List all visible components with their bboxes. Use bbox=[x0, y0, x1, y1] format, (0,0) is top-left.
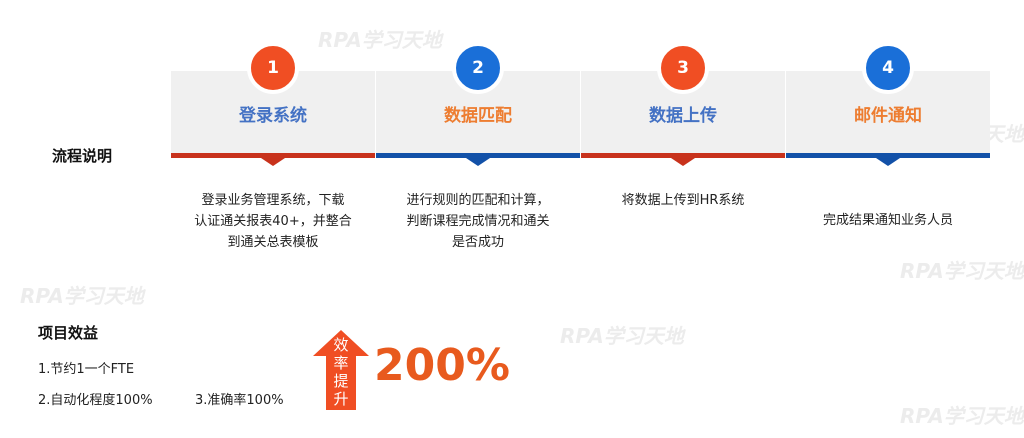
step-bar bbox=[376, 153, 580, 158]
step-number-badge: 2 bbox=[452, 42, 504, 94]
step-1: 1 登录系统 bbox=[171, 42, 375, 166]
description-line: 将数据上传到HR系统 bbox=[621, 193, 745, 208]
arrow-text-char: 率 bbox=[333, 354, 349, 372]
step-description: 将数据上传到HR系统 bbox=[581, 190, 785, 211]
pointer-icon bbox=[671, 158, 695, 166]
step-title: 数据上传 bbox=[649, 106, 717, 126]
step-description: 完成结果通知业务人员 bbox=[786, 210, 990, 231]
description-line: 到通关总表模板 bbox=[227, 235, 319, 250]
description-line: 登录业务管理系统，下载 bbox=[201, 193, 345, 208]
step-number-badge: 1 bbox=[247, 42, 299, 94]
step-bar bbox=[581, 153, 785, 158]
step-description: 进行规则的匹配和计算， 判断课程完成情况和通关是否成功 bbox=[376, 190, 580, 253]
step-3: 3 数据上传 bbox=[581, 42, 785, 166]
watermark: RPA学习天地 bbox=[318, 28, 442, 52]
description-line: 完成结果通知业务人员 bbox=[822, 213, 953, 228]
up-arrow-icon: 效率提升 bbox=[313, 330, 369, 410]
efficiency-value: 200% bbox=[374, 340, 510, 391]
step-2: 2 数据匹配 bbox=[376, 42, 580, 166]
step-title: 数据匹配 bbox=[444, 106, 512, 126]
watermark: RPA学习天地 bbox=[900, 259, 1024, 283]
arrow-text-char: 升 bbox=[333, 390, 349, 408]
step-bar bbox=[786, 153, 990, 158]
pointer-icon bbox=[466, 158, 490, 166]
pointer-icon bbox=[261, 158, 285, 166]
step-title: 邮件通知 bbox=[854, 106, 922, 126]
benefit-item: 1.节约1一个FTE bbox=[38, 362, 135, 377]
description-line: 判断课程完成情况和通关 bbox=[406, 214, 550, 229]
step-bar bbox=[171, 153, 375, 158]
step-description: 登录业务管理系统，下载认证通关报表40+，并整合到通关总表模板 bbox=[171, 190, 375, 253]
step-number-badge: 3 bbox=[657, 42, 709, 94]
step-title: 登录系统 bbox=[239, 106, 307, 126]
benefits-label: 项目效益 bbox=[38, 324, 99, 342]
watermark: RPA学习天地 bbox=[900, 404, 1024, 428]
benefit-item: 2.自动化程度100% bbox=[38, 393, 153, 408]
flow-label: 流程说明 bbox=[52, 147, 113, 165]
description-line: 进行规则的匹配和计算， bbox=[406, 193, 550, 208]
watermark: RPA学习天地 bbox=[560, 324, 684, 348]
benefit-item: 3.准确率100% bbox=[195, 393, 284, 408]
description-line: 认证通关报表40+，并整合 bbox=[194, 214, 352, 229]
watermark: RPA学习天地 bbox=[20, 284, 144, 308]
step-4: 4 邮件通知 bbox=[786, 42, 990, 166]
description-line: 是否成功 bbox=[451, 235, 504, 250]
step-number-badge: 4 bbox=[862, 42, 914, 94]
pointer-icon bbox=[876, 158, 900, 166]
arrow-text-char: 效 bbox=[333, 336, 349, 354]
arrow-text-char: 提 bbox=[333, 372, 349, 390]
